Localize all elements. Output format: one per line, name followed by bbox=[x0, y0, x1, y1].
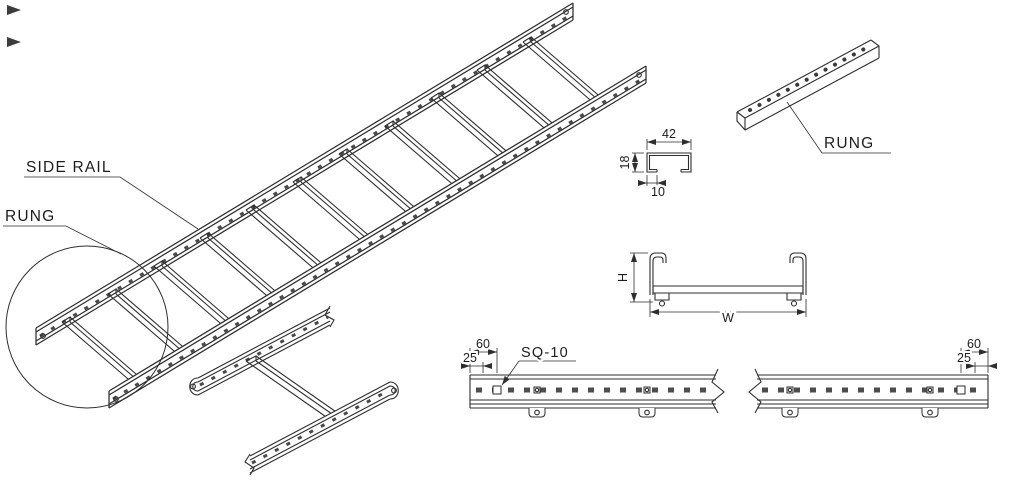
leader-line bbox=[24, 176, 199, 230]
web-bolt-plates bbox=[533, 386, 934, 394]
rung-tabs bbox=[528, 408, 939, 418]
rung-height-dim: 18 bbox=[618, 156, 632, 170]
leader-line bbox=[786, 101, 891, 154]
rung-body bbox=[737, 40, 879, 130]
rung-cross-section: 42 18 10 bbox=[616, 125, 692, 201]
rail-hole bbox=[563, 9, 569, 15]
detail-rail-upper bbox=[189, 308, 330, 395]
side-elevation-view: 60 25 60 25 SQ-10 bbox=[461, 335, 997, 418]
sq10-callout: SQ-10 bbox=[501, 343, 576, 386]
side-rail-callout: SIDE RAIL bbox=[24, 157, 199, 230]
web-bolt bbox=[534, 387, 540, 393]
web-bolt bbox=[927, 387, 933, 393]
tab-bolt bbox=[644, 409, 650, 416]
foot-bolt bbox=[658, 300, 666, 307]
hole-offset-dim-right: 25 bbox=[957, 351, 971, 365]
rung-body-edges bbox=[736, 39, 880, 131]
tab-bolt bbox=[534, 409, 540, 416]
leader-line bbox=[3, 225, 122, 255]
rung-feet bbox=[654, 293, 802, 301]
rail-hole bbox=[636, 72, 642, 78]
rung-holes bbox=[748, 46, 868, 112]
detail-rail-lower bbox=[250, 382, 399, 473]
ladder-isometric-view bbox=[35, 2, 647, 409]
web-bolt bbox=[787, 387, 793, 393]
detail-rail-upper-edges bbox=[189, 305, 335, 396]
rungs bbox=[61, 36, 605, 386]
end-offset-dim-left: 60 bbox=[476, 337, 490, 351]
side-rail-b-edges bbox=[108, 65, 647, 409]
ladder-cross-section: H W bbox=[614, 252, 807, 327]
rung-width-dim: 42 bbox=[662, 127, 676, 141]
detail-circle bbox=[5, 245, 169, 409]
square-hole bbox=[492, 385, 502, 395]
detail-rail-lower-edges bbox=[244, 381, 399, 476]
side-rail-label: SIDE RAIL bbox=[26, 159, 112, 176]
rung-profile bbox=[646, 152, 692, 173]
rung-profile-section bbox=[652, 285, 804, 294]
leader-line bbox=[501, 360, 520, 386]
rail-side-left bbox=[469, 374, 716, 409]
tab-bolt bbox=[927, 409, 933, 416]
rail-hole bbox=[391, 387, 397, 394]
extension-lines bbox=[632, 152, 644, 173]
rung-lip-dim: 10 bbox=[651, 185, 665, 199]
foot-bolt bbox=[790, 300, 798, 307]
rung-label: RUNG bbox=[824, 135, 874, 152]
detail-rail-upper-slots bbox=[199, 315, 329, 387]
rung-callout-right: RUNG bbox=[786, 101, 891, 154]
section-width-dim: W bbox=[722, 311, 734, 325]
rung-callout-left: RUNG bbox=[3, 206, 122, 255]
end-offset-dim-right: 60 bbox=[967, 337, 981, 351]
tab-bolt bbox=[787, 409, 793, 416]
hole-offset-dim-left: 25 bbox=[463, 351, 477, 365]
web-bolt bbox=[644, 387, 650, 393]
rail-hole bbox=[190, 383, 196, 390]
section-height-dim: H bbox=[616, 273, 630, 282]
side-rail-a-edges bbox=[35, 2, 574, 346]
rail-hole bbox=[113, 396, 119, 402]
break-lines bbox=[711, 368, 762, 414]
sq10-label: SQ-10 bbox=[521, 345, 569, 361]
square-hole bbox=[956, 385, 966, 395]
detail-rung bbox=[245, 355, 343, 422]
connection-detail-view bbox=[189, 305, 399, 476]
rail-side-right bbox=[757, 374, 989, 409]
rail-hole bbox=[40, 333, 46, 339]
rung-label: RUNG bbox=[5, 208, 55, 225]
rail-profiles bbox=[649, 252, 807, 295]
corner-marks bbox=[7, 5, 21, 47]
rung-isometric-view bbox=[736, 39, 880, 131]
